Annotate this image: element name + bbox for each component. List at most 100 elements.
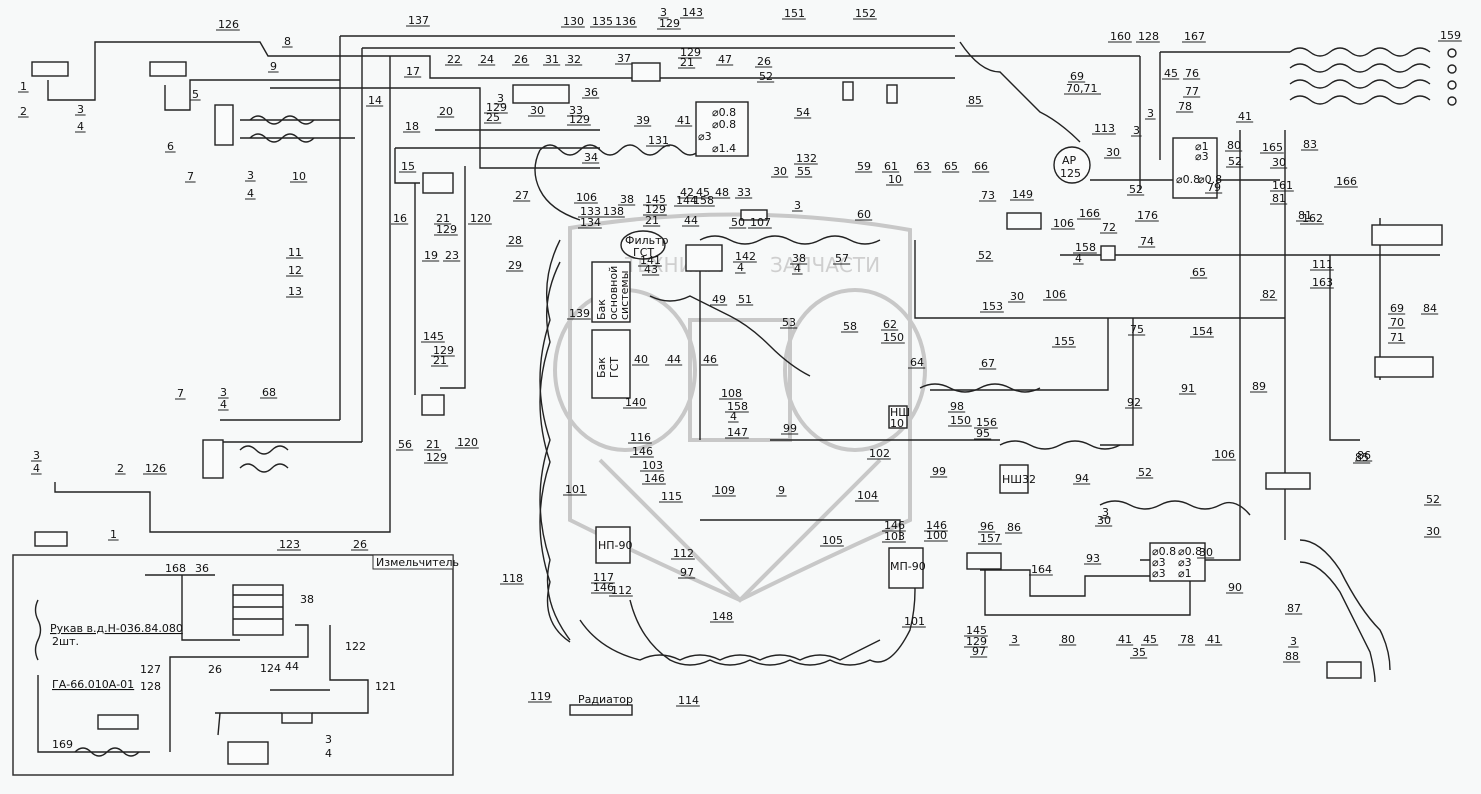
part-label: 146 <box>593 581 614 594</box>
part-label: 89 <box>1252 380 1266 393</box>
orifice-label: ⌀1 <box>1195 140 1209 153</box>
radiator-label: Радиатор <box>578 693 633 706</box>
part-label: 159 <box>1440 29 1461 42</box>
part-label: 1 <box>110 528 117 541</box>
part-label: 118 <box>502 572 523 585</box>
part-label: 151 <box>784 7 805 20</box>
nsh32-label: НШ32 <box>1002 473 1036 486</box>
part-label: 165 <box>1262 141 1283 154</box>
part-label: 80 <box>1061 633 1075 646</box>
orifice-label: ⌀3 <box>1178 556 1192 569</box>
part-label: 123 <box>279 538 300 551</box>
main-tank-label: Бак <box>595 299 608 320</box>
part-label: 7 <box>177 387 184 400</box>
part-label: 9 <box>778 484 785 497</box>
part-label: 129 <box>569 113 590 126</box>
part-label: 141 <box>640 254 661 267</box>
part-label: 2 <box>117 462 124 475</box>
part-label: 107 <box>750 216 771 229</box>
part-label: 38 <box>792 252 806 265</box>
part-label: 158 <box>1075 241 1096 254</box>
part-label: 106 <box>1053 217 1074 230</box>
filter-hst <box>620 230 666 260</box>
part-label: 64 <box>910 356 924 369</box>
watermark-text-right: ЗАПЧАСТИ <box>770 253 880 277</box>
mp90-label: МП-90 <box>890 560 926 573</box>
part-label: 112 <box>611 584 632 597</box>
part-label: 31 <box>545 53 559 66</box>
cylinder-88 <box>1326 661 1362 679</box>
part-label: 128 <box>1138 30 1159 43</box>
part-label: 65 <box>1192 266 1206 279</box>
main-tank-label-3: системы <box>618 271 631 320</box>
inset-part-label: 124 <box>260 662 281 675</box>
part-label: 144 <box>676 194 697 207</box>
part-label: 34 <box>584 151 598 164</box>
part-label: 167 <box>1184 30 1205 43</box>
part-label: 132 <box>796 152 817 165</box>
pump-np90 <box>595 526 631 564</box>
part-label: 45 <box>1143 633 1157 646</box>
part-label: 48 <box>715 186 729 199</box>
part-label: 157 <box>980 532 1001 545</box>
part-label: 19 <box>424 249 438 262</box>
part-label: 120 <box>457 436 478 449</box>
radiator <box>569 704 633 716</box>
part-label: 4 <box>1075 252 1082 265</box>
part-label: 103 <box>884 530 905 543</box>
part-label: 3 <box>1011 633 1018 646</box>
part-label: 140 <box>625 396 646 409</box>
part-label: 21 <box>433 354 447 367</box>
nsh10-label-2: 10 <box>890 417 904 430</box>
part-label: 21 <box>645 214 659 227</box>
inset-part-label: 169 <box>52 738 73 751</box>
part-label: 45 <box>1164 67 1178 80</box>
cylinder-86-left <box>966 552 1002 570</box>
part-label: 98 <box>950 400 964 413</box>
part-label: 22 <box>447 53 461 66</box>
part-label: 50 <box>731 216 745 229</box>
inset-part-label: 38 <box>300 593 314 606</box>
cylinder-130 <box>512 84 570 104</box>
pump-nsh10 <box>888 405 908 429</box>
cylinder-84-bottom <box>1374 356 1434 378</box>
accumulator-label-1: АР <box>1062 154 1077 167</box>
valve-block-141 <box>685 244 723 272</box>
part-label: 86 <box>1357 449 1371 462</box>
cylinder-73 <box>1006 212 1042 230</box>
part-label: 153 <box>982 300 1003 313</box>
part-label: 52 <box>1129 183 1143 196</box>
part-label: 90 <box>1228 581 1242 594</box>
part-label: 166 <box>1336 175 1357 188</box>
part-label: 51 <box>738 293 752 306</box>
part-label: 119 <box>530 690 551 703</box>
part-label: 39 <box>636 114 650 127</box>
inset-frame <box>12 554 454 776</box>
part-label: 135 <box>592 15 613 28</box>
part-label: 21 <box>426 438 440 451</box>
part-label: 41 <box>1118 633 1132 646</box>
orifice-label: ⌀1 <box>1178 567 1192 580</box>
orifice-label: ⌀0.8 <box>1152 545 1176 558</box>
part-label: 108 <box>721 387 742 400</box>
orifice-label: ⌀0.8 <box>1176 173 1200 186</box>
part-label: 114 <box>678 694 699 707</box>
part-label: 54 <box>796 106 810 119</box>
part-label: 96 <box>980 520 994 533</box>
part-label: 106 <box>1214 448 1235 461</box>
part-label: 4 <box>794 262 801 275</box>
distributor-block-right-top <box>1172 137 1218 199</box>
inset-unit-block <box>97 714 139 730</box>
part-label: 160 <box>1110 30 1131 43</box>
part-label: 30 <box>1272 156 1286 169</box>
part-label: 30 <box>1106 146 1120 159</box>
part-label: 43 <box>644 263 658 276</box>
inset-hose-note: Рукав в.д.Н-036.84.080 <box>50 622 183 635</box>
part-label: 4 <box>737 261 744 274</box>
inset-part-label: 3 <box>325 733 332 746</box>
part-label: 113 <box>1094 122 1115 135</box>
cylinder-86-right <box>1265 472 1311 490</box>
part-label: 73 <box>981 189 995 202</box>
part-label: 3 <box>1133 124 1140 137</box>
inset-part-label: 4 <box>325 747 332 760</box>
